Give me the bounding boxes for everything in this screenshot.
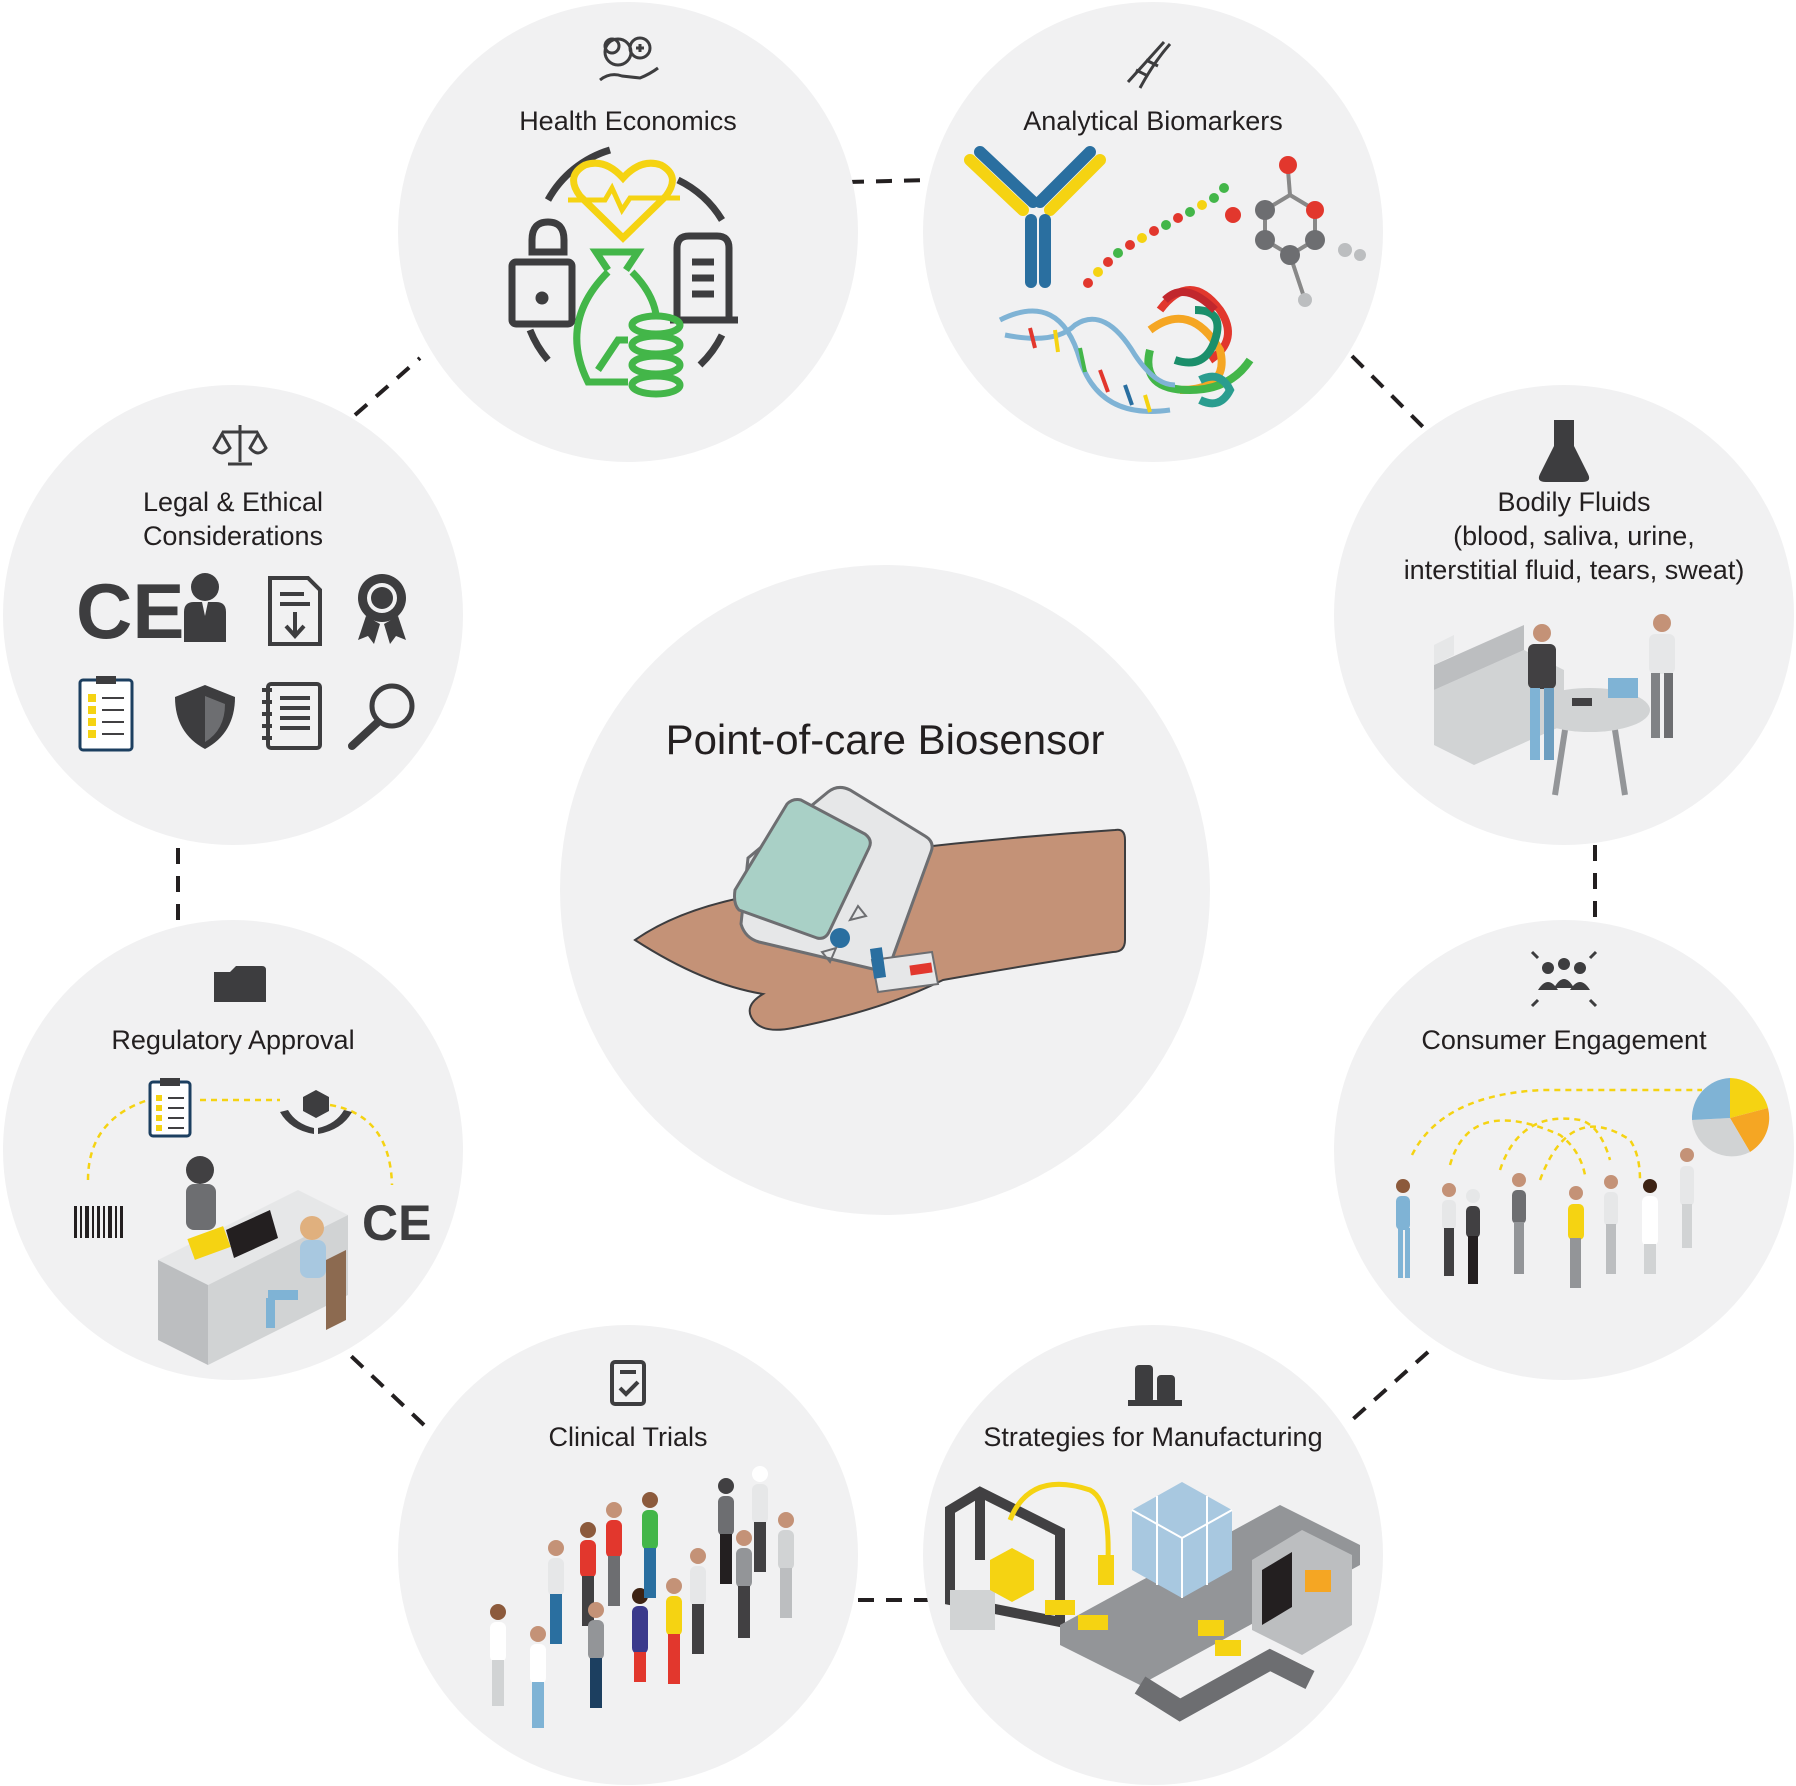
pie-chart-icon — [1691, 1078, 1770, 1157]
person — [588, 1602, 604, 1708]
businessman-icon — [184, 573, 226, 642]
person — [690, 1548, 706, 1654]
node-title-health-economics: Health Economics — [519, 106, 737, 136]
clinical-trials-group — [490, 1360, 794, 1728]
box-hands-icon — [280, 1090, 352, 1134]
regulatory-arcs — [86, 1098, 394, 1186]
living-room-illustration — [1434, 614, 1675, 796]
barcode-icon — [74, 1206, 123, 1238]
checklist-clipboard-icon — [78, 676, 134, 752]
person-standing-left — [1528, 624, 1556, 760]
engagement-arcs — [1410, 1088, 1702, 1181]
boxes-stack — [1131, 1482, 1233, 1598]
office-desk-illustration — [158, 1156, 348, 1365]
scanner-machine — [1252, 1530, 1352, 1655]
node-title-regulatory-approval: Regulatory Approval — [111, 1025, 355, 1055]
connector-consumer-manufacturing — [1350, 1350, 1430, 1422]
node-title-clinical-trials: Clinical Trials — [548, 1422, 708, 1452]
person — [752, 1466, 768, 1572]
scales-icon — [212, 425, 268, 466]
test-strip — [870, 950, 940, 994]
flask-icon — [1538, 420, 1590, 482]
glucose-meter-icon — [733, 785, 940, 994]
person — [530, 1626, 546, 1728]
ce-mark-regulatory: CE — [362, 1195, 431, 1251]
person — [606, 1502, 622, 1606]
money-bag-icon — [573, 248, 684, 398]
antibody-illustration — [964, 146, 1106, 288]
heart-icon — [570, 159, 676, 243]
connector-trials-regulatory — [348, 1353, 426, 1427]
node-title-bodily-fluids: Bodily Fluids (blood, saliva, urine, int… — [1403, 487, 1745, 585]
peptide-chain-illustration — [1083, 183, 1229, 288]
person — [778, 1512, 794, 1618]
regulatory-approval-group: CE — [74, 966, 431, 1365]
dna-icon — [1126, 40, 1172, 89]
node-title-legal-ethical: Legal & Ethical Considerations — [142, 487, 324, 551]
person — [632, 1588, 648, 1682]
person — [490, 1604, 506, 1706]
legal-ethical-group: CE — [76, 425, 415, 752]
coins-hand-icon — [599, 36, 659, 82]
folder-icon — [214, 966, 266, 1002]
person — [580, 1522, 596, 1626]
person-laptop-icon — [508, 218, 576, 328]
meter-button — [830, 928, 850, 948]
magnifier-icon — [348, 683, 415, 750]
circle-clinical-trials — [398, 1325, 858, 1785]
clipboard-check-icon — [610, 1360, 646, 1406]
health-economics-illustration — [508, 146, 738, 398]
strategies-manufacturing-group — [945, 1365, 1360, 1722]
person — [548, 1540, 564, 1644]
document-download-icon — [268, 576, 322, 646]
shield-icon — [175, 685, 235, 749]
crowd-illustration — [1396, 1148, 1694, 1288]
node-title-analytical-biomarkers: Analytical Biomarkers — [1023, 106, 1283, 136]
person — [736, 1530, 752, 1638]
person-seated-left — [186, 1156, 216, 1230]
connector-legal-health — [353, 356, 422, 417]
health-economics-group — [508, 36, 738, 398]
node-title-consumer-engagement: Consumer Engagement — [1421, 1025, 1707, 1055]
dna-strand-illustration — [998, 308, 1176, 414]
person — [642, 1492, 658, 1598]
manufacturing-illustration — [945, 1481, 1360, 1722]
connector-biomarkers-fluids — [1350, 354, 1426, 430]
award-badge-icon — [358, 574, 406, 644]
consumer-engagement-group — [1396, 950, 1770, 1288]
connector-health-biomarkers — [847, 178, 931, 184]
notebook-icon — [262, 682, 322, 750]
person-standing-right — [1649, 614, 1675, 738]
molecule-illustration — [1225, 156, 1366, 307]
ce-mark-legal: CE — [76, 567, 184, 655]
factory-icon — [1128, 1365, 1182, 1406]
bodily-fluids-group — [1434, 420, 1675, 796]
center-title: Point-of-care Biosensor — [665, 716, 1105, 763]
person — [666, 1578, 682, 1684]
clipboard-checklist-icon — [148, 1078, 192, 1138]
biosensor-illustration — [633, 785, 1126, 1031]
person-seated-right — [266, 1216, 346, 1330]
connectors — [176, 178, 1597, 1602]
node-title-strategies-manufacturing: Strategies for Manufacturing — [983, 1422, 1323, 1452]
person — [718, 1478, 734, 1584]
analytical-biomarkers-group — [964, 40, 1366, 414]
group-icon — [1530, 950, 1598, 1008]
crowd-illustration-trials — [490, 1466, 794, 1728]
